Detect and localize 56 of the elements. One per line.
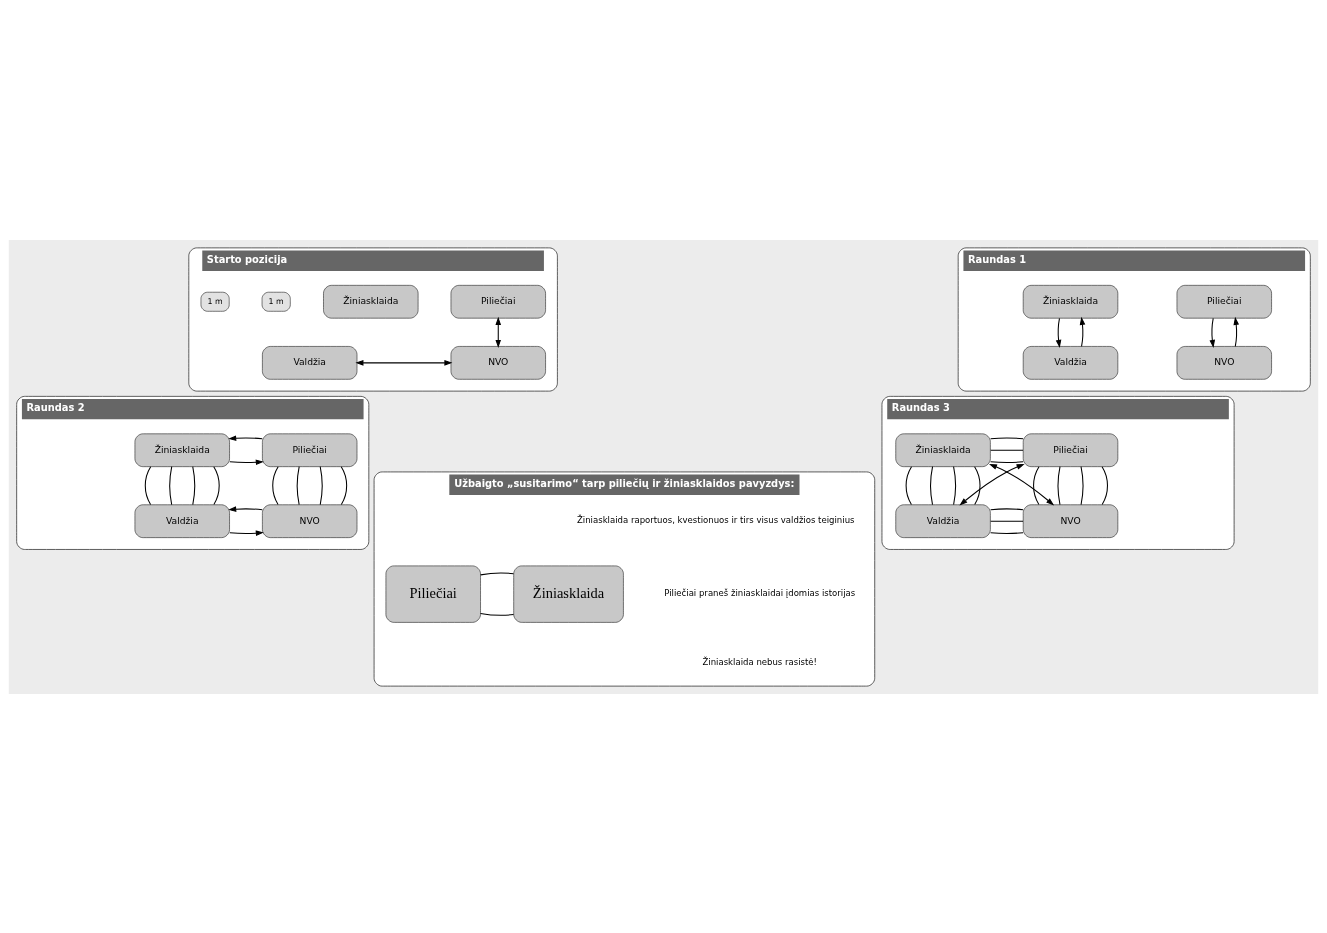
- node-box: Žiniasklaida: [895, 433, 991, 467]
- node-box: Žiniasklaida: [134, 433, 230, 467]
- connector: [990, 520, 1024, 522]
- node-box: Valdžia: [134, 503, 230, 538]
- connector: [1057, 465, 1061, 505]
- connector: [953, 465, 956, 505]
- arrow: [228, 505, 263, 512]
- connector: [974, 465, 981, 505]
- node-box: NVO: [1022, 503, 1119, 538]
- label: Žiniasklaida nebus rasistė!: [702, 656, 818, 667]
- node-box: Piliečiai: [262, 433, 358, 467]
- node-box: NVO: [1176, 345, 1272, 380]
- arrow: [229, 529, 264, 536]
- arrow: [228, 434, 263, 441]
- connector: [905, 465, 913, 505]
- connector: [990, 449, 1024, 451]
- node-box: Žiniasklaida: [1022, 284, 1119, 318]
- connector: [990, 436, 1024, 439]
- node-box: Piliečiai: [450, 284, 546, 318]
- connector: [296, 465, 300, 505]
- label: Žiniasklaida raportuos, kvestionuos ir tirs visus valdžios teiginius: [576, 514, 855, 525]
- connector: [169, 465, 173, 505]
- node-box: Piliečiai: [1176, 284, 1272, 318]
- connector: [990, 460, 1024, 463]
- connector: [272, 465, 279, 505]
- arrow: [1079, 316, 1086, 347]
- node-box: Žiniasklaida: [513, 565, 624, 623]
- connector: [480, 612, 515, 616]
- node-box: Žiniasklaida: [323, 284, 419, 318]
- node-box: Piliečiai: [385, 565, 481, 623]
- arrow: [959, 463, 1025, 506]
- connector: [990, 507, 1024, 510]
- arrow: [229, 458, 264, 465]
- node-box: Piliečiai: [1022, 433, 1119, 467]
- connector: [990, 531, 1024, 534]
- connector: [1033, 465, 1040, 505]
- node-box: NVO: [262, 503, 358, 538]
- connector: [480, 571, 515, 575]
- connector: [319, 465, 323, 505]
- connector: [192, 465, 196, 505]
- arrow: [355, 359, 453, 366]
- connector: [1080, 465, 1084, 505]
- node-box: Valdžia: [1022, 345, 1119, 380]
- connector: [1101, 465, 1108, 505]
- connector: [340, 465, 348, 505]
- arrow: [1055, 317, 1062, 348]
- connector: [213, 465, 220, 505]
- node-box: Valdžia: [262, 345, 358, 380]
- node-box: Valdžia: [895, 503, 991, 538]
- connector: [930, 465, 934, 505]
- arrow: [988, 463, 1055, 506]
- label: Piliečiai praneš žiniasklaidai įdomias istorijas: [664, 587, 856, 598]
- connector: [144, 465, 152, 505]
- arrow: [1233, 316, 1240, 347]
- arrow: [1209, 317, 1216, 348]
- node-box: NVO: [450, 345, 546, 380]
